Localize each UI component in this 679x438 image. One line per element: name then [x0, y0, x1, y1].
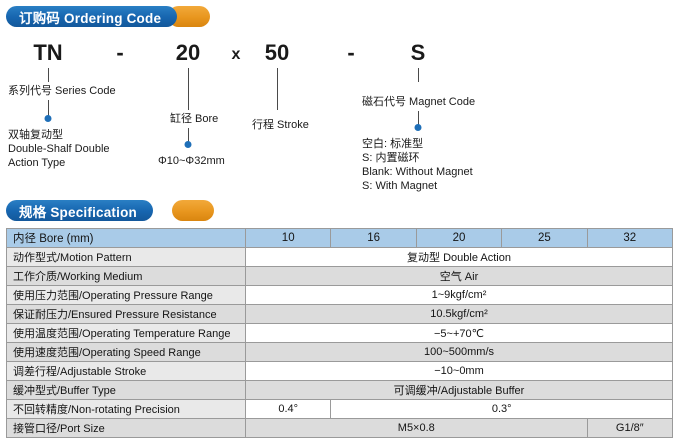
- section-title-ordering: 订购码 Ordering Code: [19, 10, 162, 26]
- table-row: 工作介质/Working Medium 空气 Air: [6, 266, 673, 286]
- label-bore: 缸径 Bore: [170, 113, 219, 125]
- table-row: 缓冲型式/Buffer Type 可调缓冲/Adjustable Buffer: [6, 380, 673, 400]
- dot-series-code: [44, 115, 52, 122]
- table-row: 使用速度范围/Operating Speed Range 100~500mm/s: [6, 342, 673, 362]
- label-series-detail-line3: Action Type: [8, 157, 66, 169]
- row-label-operating-temperature-range: 使用温度范围/Operating Temperature Range: [6, 323, 246, 343]
- leader-line-series-bottom: [48, 100, 49, 116]
- specification-table: 内径 Bore (mm) 10 16 20 25 32 动作型式/Motion …: [6, 228, 674, 438]
- row-value-operating-speed-range: 100~500mm/s: [245, 342, 673, 362]
- header-bore-label: 内径 Bore (mm): [6, 228, 246, 248]
- leader-line-series-top: [48, 68, 49, 82]
- row-value-precision-bore-10: 0.4°: [244, 399, 332, 419]
- leader-line-bore-bottom: [188, 128, 189, 142]
- row-label-operating-speed-range: 使用速度范围/Operating Speed Range: [6, 342, 246, 362]
- ordering-code-row: TN - 20 x 50 - S: [0, 40, 679, 70]
- section-title-specification: 规格 Specification: [19, 204, 137, 220]
- label-bore-detail: Φ10~Φ32mm: [158, 155, 225, 167]
- header-bore-32: 32: [586, 228, 674, 248]
- table-row: 动作型式/Motion Pattern 复动型 Double Action: [6, 247, 673, 267]
- row-label-buffer-type: 缓冲型式/Buffer Type: [6, 380, 246, 400]
- dot-bore: [184, 141, 192, 148]
- header-bore-20: 20: [415, 228, 503, 248]
- leader-line-magnet-top: [418, 68, 419, 82]
- code-token-series: TN: [33, 40, 63, 65]
- table-row: 使用温度范围/Operating Temperature Range −5~+7…: [6, 323, 673, 343]
- row-value-port-size-bore-10-25: M5×0.8: [245, 418, 588, 438]
- header-bore-10: 10: [244, 228, 332, 248]
- label-magnet-line2: S: 内置磁环: [362, 152, 420, 164]
- code-token-dash-2: -: [347, 40, 355, 65]
- banner-pill-blue-2: 规格 Specification: [6, 200, 153, 221]
- row-value-motion-pattern: 复动型 Double Action: [245, 247, 673, 267]
- table-row: 不回转精度/Non-rotating Precision 0.4° 0.3°: [6, 399, 673, 419]
- label-series-detail-line1: 双轴复动型: [8, 129, 63, 141]
- label-series-detail-line2: Double-Shalf Double: [8, 143, 110, 155]
- code-token-bore: 20: [175, 40, 201, 65]
- row-label-non-rotating-precision: 不回转精度/Non-rotating Precision: [6, 399, 246, 419]
- label-magnet-line1: 空白: 标准型: [362, 138, 424, 150]
- row-value-precision-bore-16-32: 0.3°: [330, 399, 673, 419]
- table-row: 接管口径/Port Size M5×0.8 G1/8″: [6, 418, 674, 438]
- row-label-operating-pressure-range: 使用压力范围/Operating Pressure Range: [6, 285, 246, 305]
- row-value-ensured-pressure-resistance: 10.5kgf/cm²: [245, 304, 673, 324]
- banner-accent-orange: [168, 6, 210, 27]
- header-bore-16: 16: [330, 228, 417, 248]
- row-label-ensured-pressure-resistance: 保证耐压力/Ensured Pressure Resistance: [6, 304, 246, 324]
- row-label-port-size: 接管口径/Port Size: [6, 418, 246, 438]
- leader-line-stroke: [277, 68, 278, 110]
- label-series-code: 系列代号 Series Code: [8, 85, 116, 97]
- row-value-operating-pressure-range: 1~9kgf/cm²: [245, 285, 673, 305]
- section-banner-specification: 规格 Specification: [6, 200, 214, 221]
- table-row: 调差行程/Adjustable Stroke −10~0mm: [6, 361, 673, 381]
- label-magnet-line3: Blank: Without Magnet: [362, 166, 473, 178]
- code-token-magnet: S: [410, 40, 426, 65]
- row-value-buffer-type: 可调缓冲/Adjustable Buffer: [245, 380, 673, 400]
- label-magnet-line4: S: With Magnet: [362, 180, 438, 192]
- row-value-port-size-bore-32: G1/8″: [586, 418, 674, 438]
- banner-accent-orange-2: [172, 200, 214, 221]
- leader-line-magnet-bottom: [418, 111, 419, 125]
- label-magnet-code: 磁石代号 Magnet Code: [362, 96, 476, 108]
- header-bore-25: 25: [501, 228, 588, 248]
- dot-magnet-code: [414, 124, 422, 131]
- row-label-working-medium: 工作介质/Working Medium: [6, 266, 246, 286]
- row-value-operating-temperature-range: −5~+70℃: [245, 323, 673, 343]
- row-value-adjustable-stroke: −10~0mm: [245, 361, 673, 381]
- table-row: 保证耐压力/Ensured Pressure Resistance 10.5kg…: [6, 304, 673, 324]
- section-banner-ordering: 订购码 Ordering Code: [6, 6, 210, 27]
- row-label-adjustable-stroke: 调差行程/Adjustable Stroke: [6, 361, 246, 381]
- row-label-motion-pattern: 动作型式/Motion Pattern: [6, 247, 246, 267]
- table-header-row: 内径 Bore (mm) 10 16 20 25 32: [6, 228, 674, 248]
- leader-line-bore-top: [188, 68, 189, 110]
- table-row: 使用压力范围/Operating Pressure Range 1~9kgf/c…: [6, 285, 673, 305]
- label-stroke: 行程 Stroke: [252, 119, 309, 131]
- row-value-working-medium: 空气 Air: [245, 266, 673, 286]
- banner-pill-blue: 订购码 Ordering Code: [6, 6, 178, 27]
- code-token-dash-1: -: [116, 40, 124, 65]
- code-token-x: x: [231, 46, 241, 63]
- code-token-stroke: 50: [264, 40, 290, 65]
